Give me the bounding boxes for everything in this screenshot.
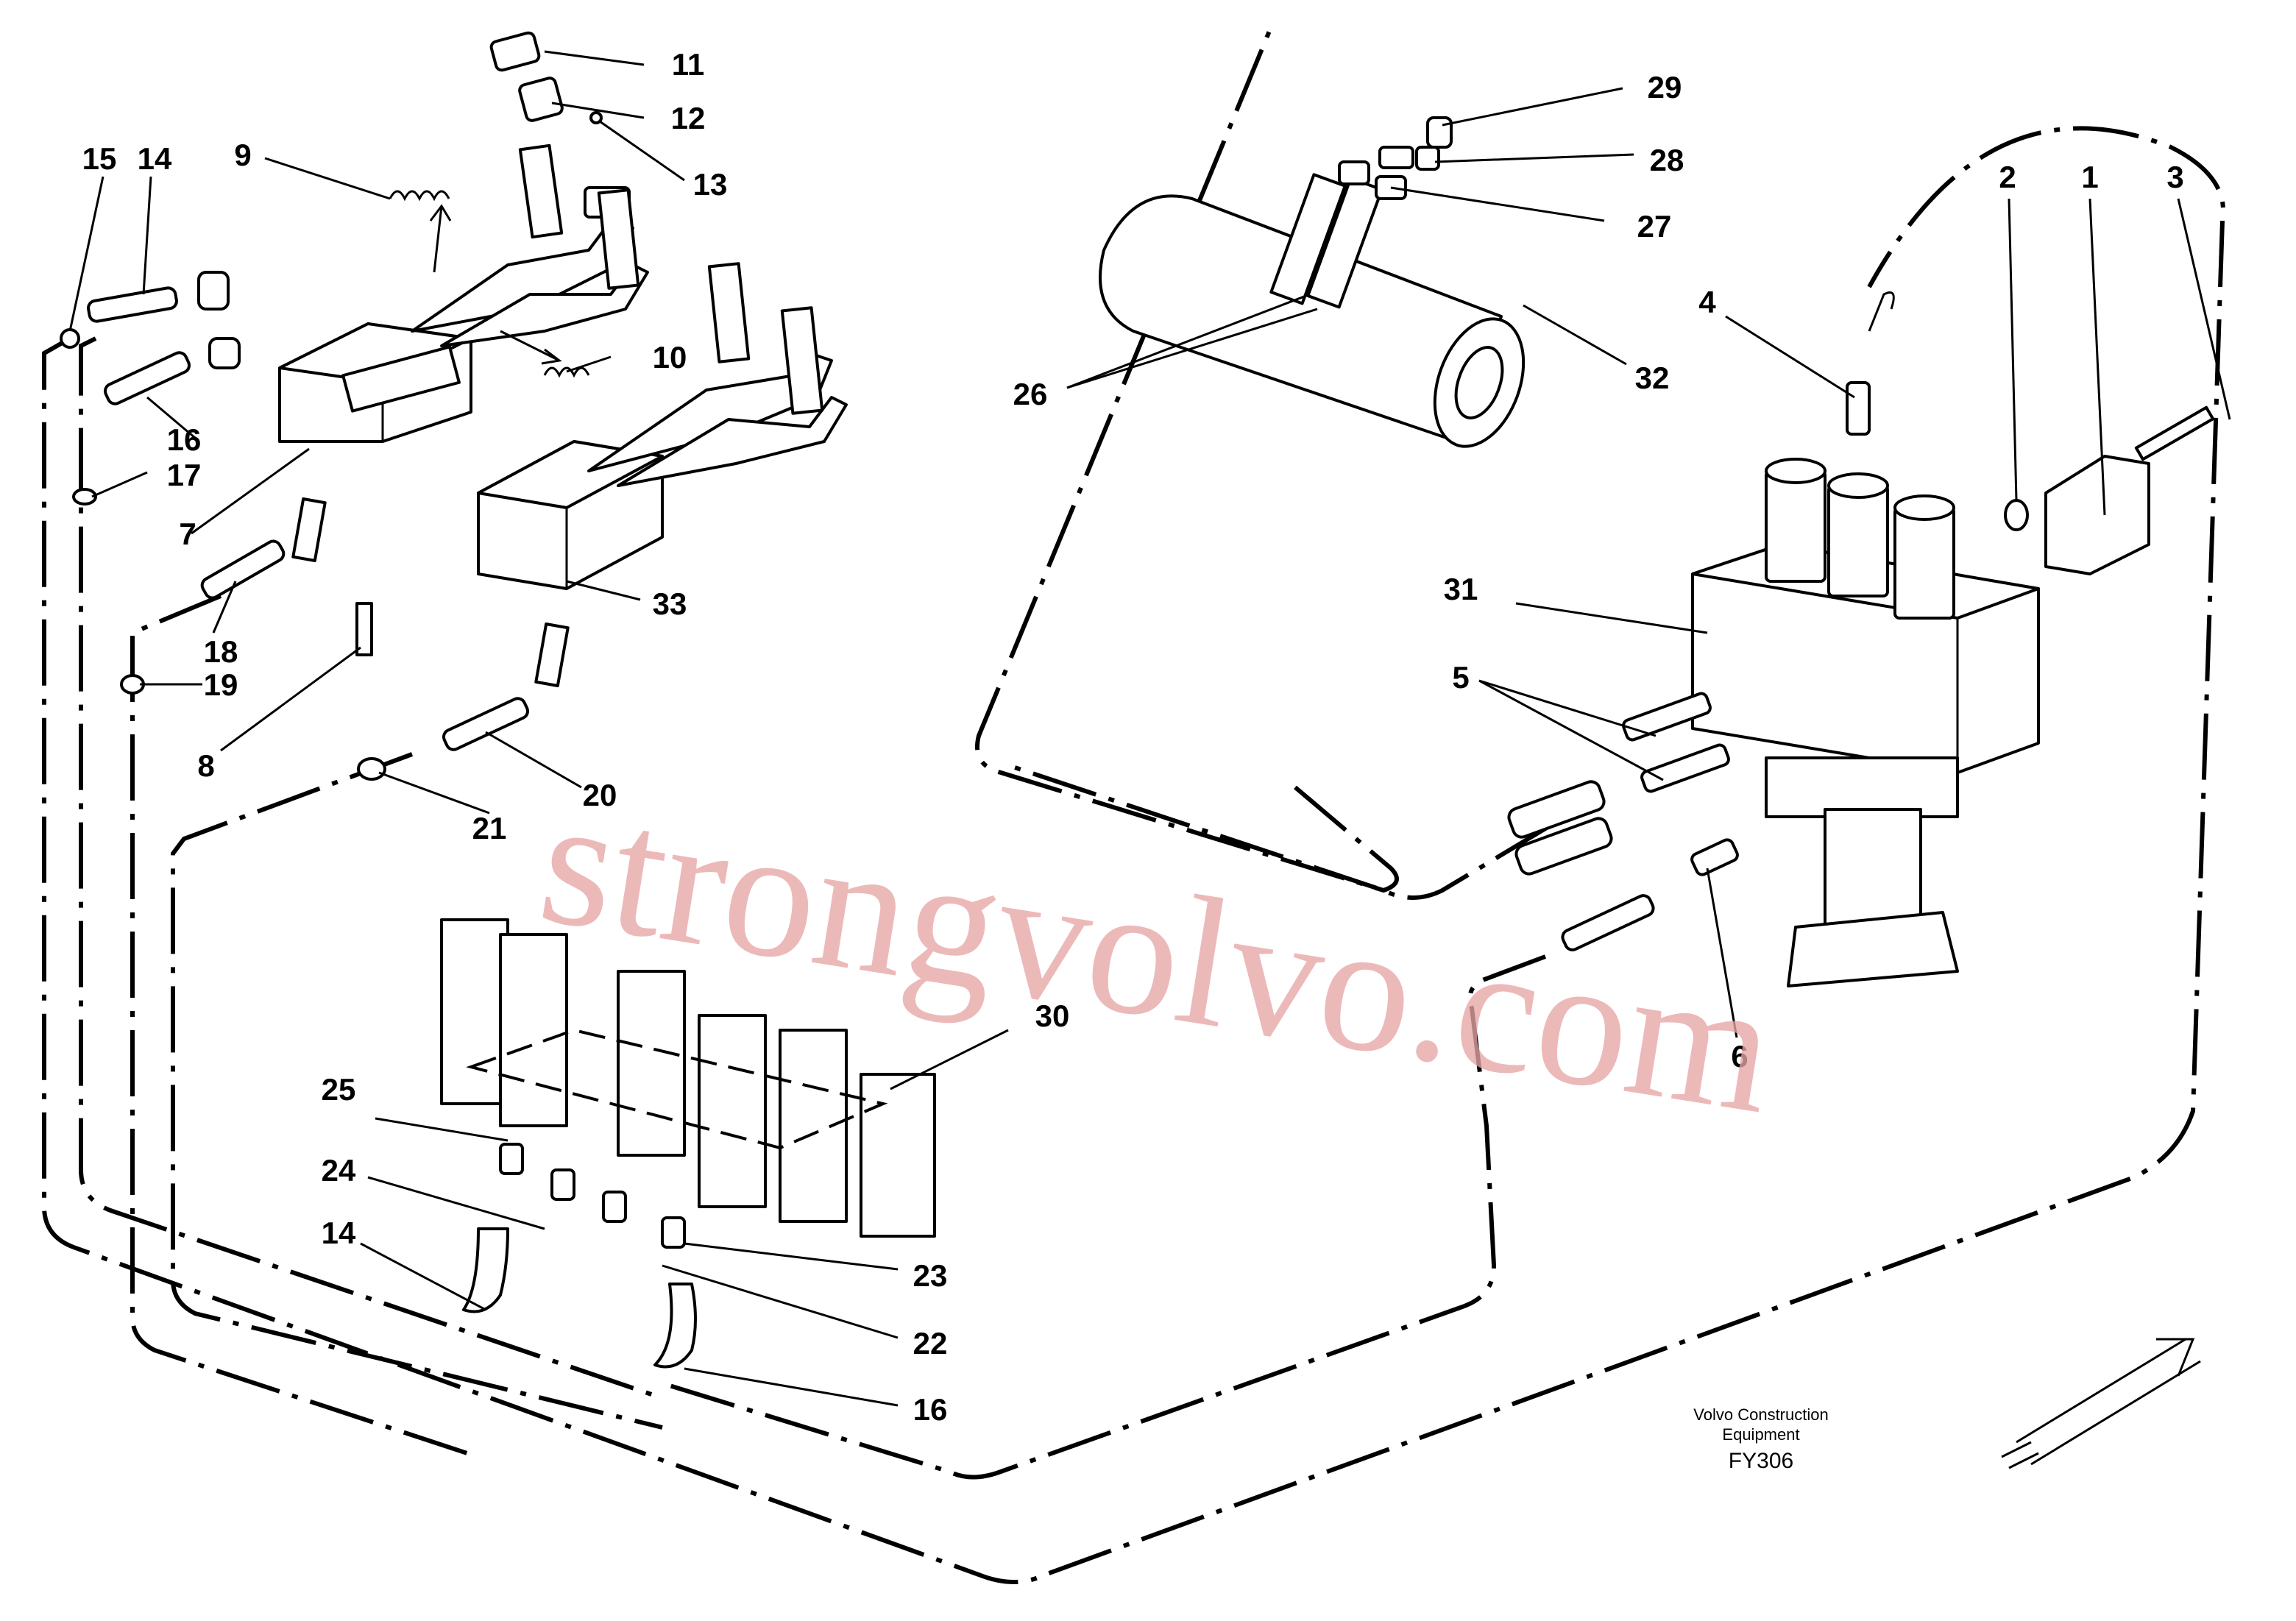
callout-24: 24 <box>322 1153 356 1188</box>
pedal-parts <box>389 31 603 378</box>
callout-7: 7 <box>179 517 196 551</box>
caption-line-1: Volvo Construction <box>1693 1405 1828 1424</box>
callout-17: 17 <box>167 458 202 492</box>
callout-33: 33 <box>653 586 687 621</box>
callout-32: 32 <box>1635 361 1670 395</box>
callout-19: 19 <box>204 667 238 702</box>
callout-2: 2 <box>1999 160 2016 194</box>
callout-29: 29 <box>1648 70 1682 104</box>
caption-line-2: Equipment <box>1722 1425 1799 1444</box>
callout-10: 10 <box>653 340 687 375</box>
callout-13: 13 <box>693 167 728 202</box>
callout-30: 30 <box>1035 999 1070 1033</box>
callout-28: 28 <box>1650 143 1684 177</box>
callouts: 1 2 3 4 5 6 7 8 9 10 11 12 13 14 14 15 1… <box>82 47 2184 1427</box>
callout-5: 5 <box>1452 660 1469 695</box>
callout-16-top: 16 <box>167 422 202 457</box>
callout-26: 26 <box>1013 377 1048 411</box>
callout-31: 31 <box>1444 572 1478 606</box>
hose-routing <box>42 21 2226 1584</box>
callout-25: 25 <box>322 1072 356 1107</box>
left-hoses <box>60 271 570 781</box>
callout-18: 18 <box>204 634 238 669</box>
callout-14-top: 14 <box>138 141 172 176</box>
control-valve-7 <box>278 143 649 443</box>
main-valve-31 <box>1507 291 2215 987</box>
callout-20: 20 <box>583 778 617 812</box>
callout-16-bottom: 16 <box>913 1392 948 1427</box>
callout-4: 4 <box>1698 285 1716 319</box>
callout-12: 12 <box>671 101 706 135</box>
caption-code: FY306 <box>1729 1449 1793 1473</box>
callout-6: 6 <box>1731 1039 1748 1074</box>
callout-11: 11 <box>672 47 704 82</box>
callout-23: 23 <box>913 1258 948 1293</box>
callout-9: 9 <box>234 138 251 172</box>
control-valve-33 <box>477 262 848 590</box>
callout-15: 15 <box>82 141 117 176</box>
valve-bank-30 <box>440 918 936 1369</box>
cylinder-32 <box>1099 116 1526 448</box>
callout-1: 1 <box>2081 160 2098 194</box>
callout-14-bottom: 14 <box>322 1216 356 1250</box>
callout-27: 27 <box>1637 209 1672 244</box>
figure-caption: Volvo Construction Equipment FY306 <box>1693 1405 1828 1473</box>
direction-arrow-icon <box>2001 1338 2201 1469</box>
callout-22: 22 <box>913 1326 948 1361</box>
callout-3: 3 <box>2166 160 2183 194</box>
leader-lines <box>68 50 2231 1407</box>
callout-8: 8 <box>197 748 214 783</box>
callout-21: 21 <box>472 811 507 845</box>
